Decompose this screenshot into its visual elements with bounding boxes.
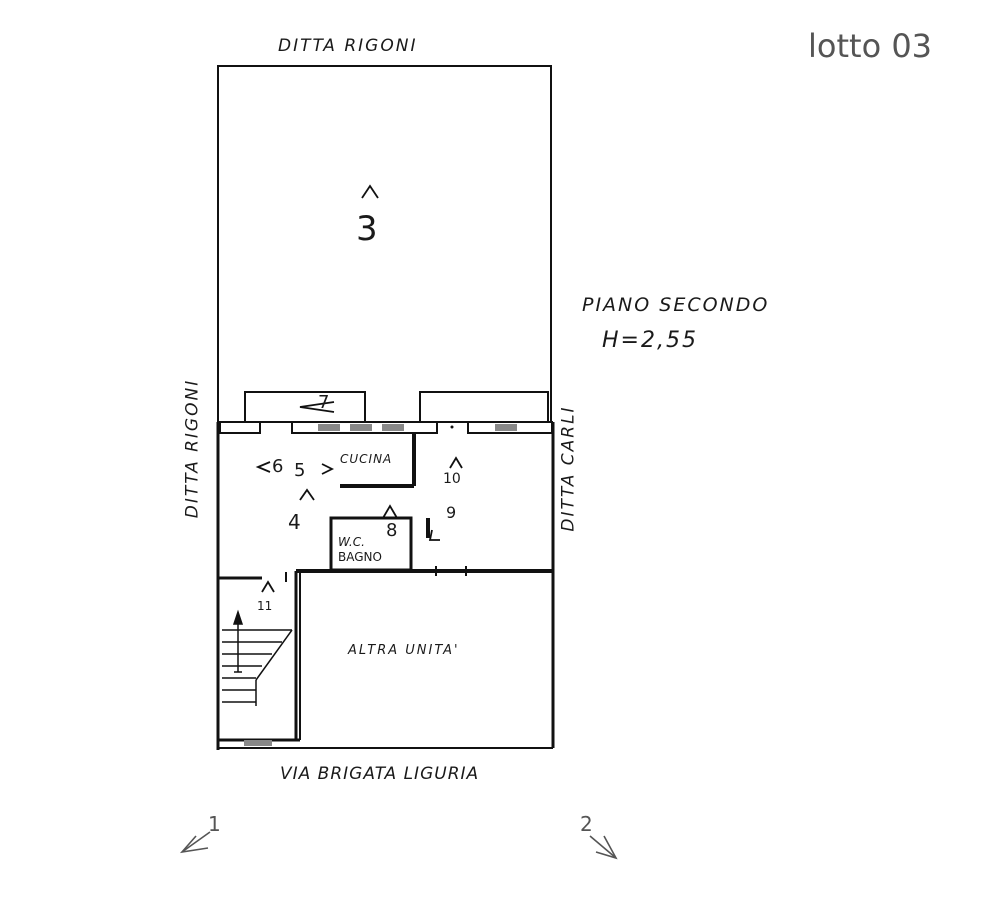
marker-4: 4: [288, 510, 301, 534]
view-arrows: [255, 184, 463, 593]
room-wc-label: W.C.: [338, 535, 365, 549]
marker-5: 5: [294, 460, 306, 481]
neighbor-right-label: DITTA CARLI: [558, 405, 579, 532]
stair-window: [244, 740, 272, 746]
marker-1: 1: [208, 812, 221, 836]
neighbor-top-label: DITTA RIGONI: [278, 36, 418, 56]
street-label: VIA BRIGATA LIGURIA: [280, 764, 480, 784]
exterior-view-arrows: [179, 831, 618, 860]
top-wall: [219, 421, 553, 434]
marker-8: 8: [386, 520, 398, 541]
staircase: [222, 609, 293, 706]
balcony-left: [244, 391, 366, 422]
room-bathroom-label: BAGNO: [338, 550, 382, 564]
marker-11: 11: [257, 599, 273, 613]
marker-2: 2: [580, 812, 593, 836]
lot-label: lotto 03: [808, 27, 933, 65]
room-other-unit-label: ALTRA UNITA': [348, 643, 460, 658]
floor-height: H=2,55: [602, 328, 698, 353]
marker-3: 3: [356, 209, 378, 249]
marker-10: 10: [443, 471, 461, 487]
balcony-right: [419, 391, 549, 422]
marker-9: 9: [446, 503, 457, 522]
floor-name: PIANO SECONDO: [582, 294, 770, 316]
room-kitchen-label: CUCINA: [340, 452, 393, 466]
neighbor-left-label: DITTA RIGONI: [182, 378, 203, 519]
marker-6: 6: [272, 456, 284, 477]
terrace-area: [217, 65, 552, 423]
marker-7: 7: [318, 392, 330, 413]
